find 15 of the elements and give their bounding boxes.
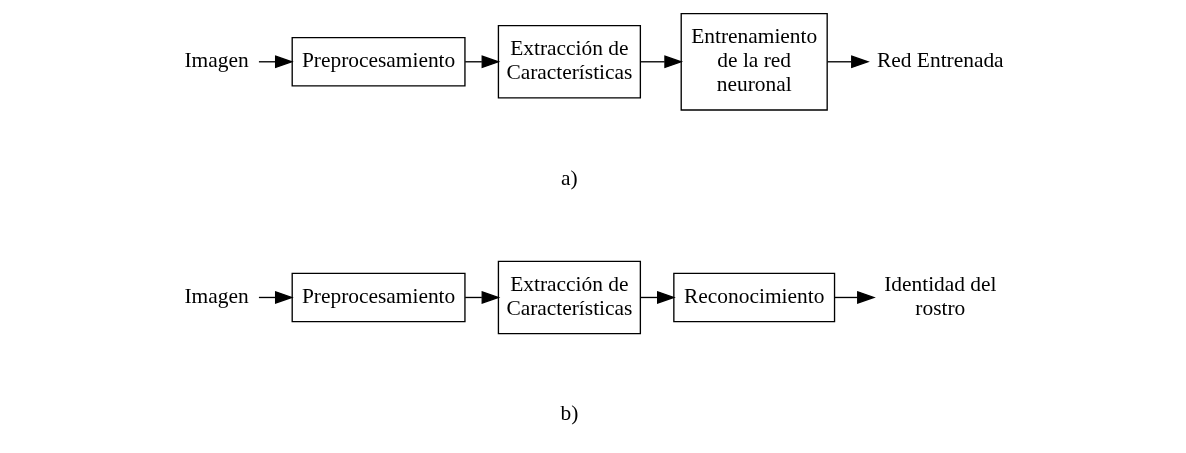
node-text: Red Entrenada [876,47,1004,72]
label: b) [559,401,578,426]
node-box: Extracción de Características [497,24,641,99]
node-box: Preprocesamiento [291,272,466,323]
node-text: Identidad del rostro [883,271,996,320]
node-box: Entrenamiento de la red neuronal [680,12,828,111]
node-box: Preprocesamiento [291,37,466,87]
arrow [826,55,870,69]
arrow [639,55,683,69]
label: a) [560,165,578,190]
node-box: Extracción de Características [497,260,641,335]
node-text: Imagen [183,47,249,72]
arrow [833,290,876,305]
node-text: Imagen [183,283,249,308]
node-box: Reconocimiento [672,272,835,323]
